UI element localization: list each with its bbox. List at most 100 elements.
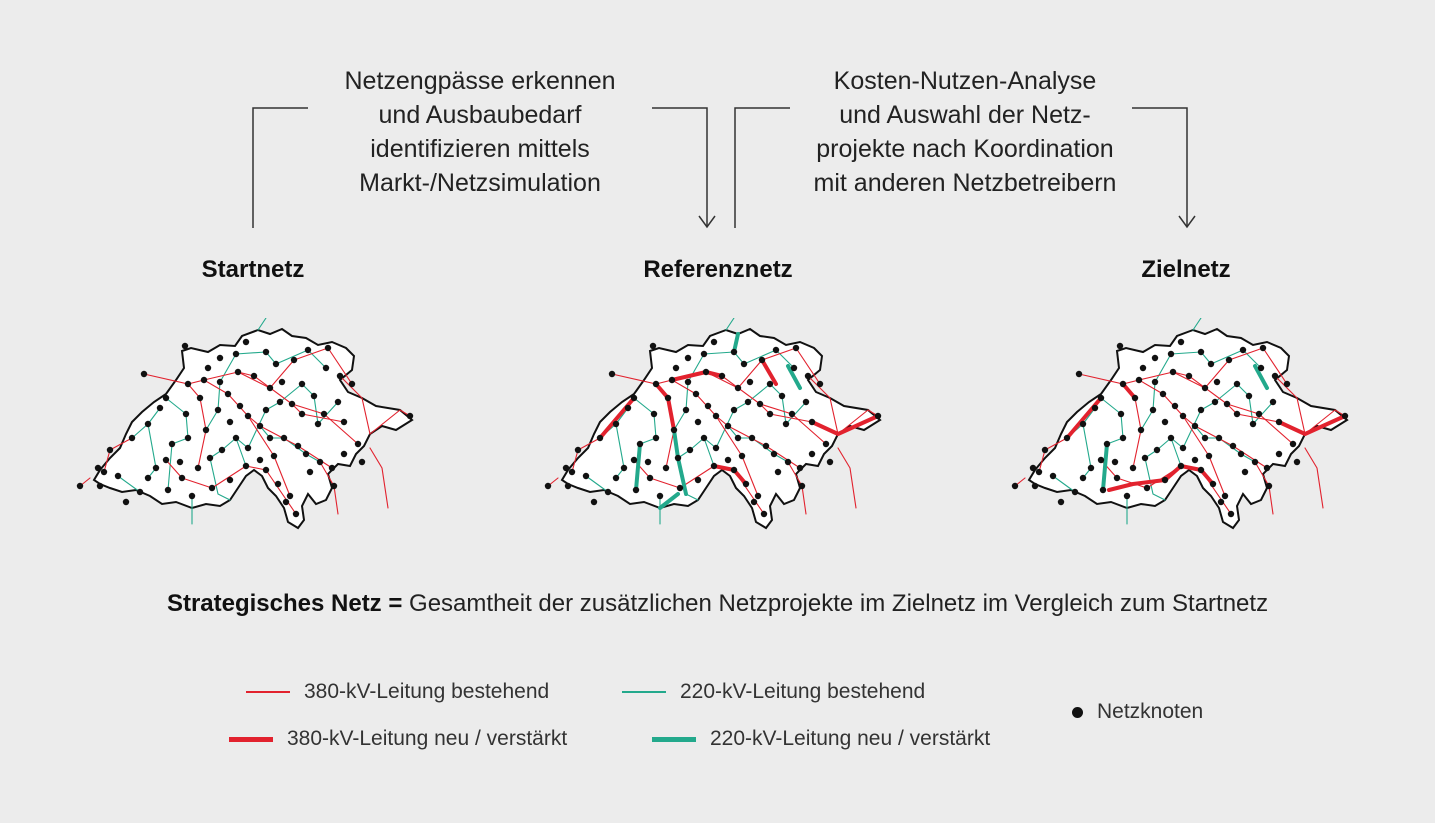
grid-node	[704, 402, 712, 410]
grid-node	[218, 446, 226, 454]
grid-node	[649, 342, 657, 350]
grid-node	[788, 410, 796, 418]
grid-node	[1116, 342, 1124, 350]
grid-node	[1233, 380, 1241, 388]
grid-node	[1215, 434, 1223, 442]
grid-node	[194, 464, 202, 472]
grid-node	[200, 376, 208, 384]
grid-node	[1257, 364, 1265, 372]
grid-node	[1151, 378, 1159, 386]
line-220kv-new	[1253, 364, 1269, 390]
grid-node	[808, 418, 816, 426]
grid-node	[1035, 468, 1043, 476]
grid-node	[754, 492, 762, 500]
grid-node	[224, 390, 232, 398]
line-380kv-new	[1065, 396, 1103, 440]
grid-node	[1289, 440, 1297, 448]
grid-node	[784, 458, 792, 466]
grid-node	[1237, 450, 1245, 458]
grid-node	[562, 464, 570, 472]
grid-node	[290, 356, 298, 364]
grid-node	[184, 434, 192, 442]
map-startnetz	[76, 318, 414, 530]
title-zielnetz: Zielnetz	[1141, 256, 1231, 283]
grid-node	[244, 444, 252, 452]
grid-node	[1113, 474, 1121, 482]
grid-node	[712, 444, 720, 452]
grid-node	[612, 474, 620, 482]
title-referenznetz: Referenznetz	[643, 256, 793, 283]
grid-node	[1271, 372, 1279, 380]
legend-220-new-swatch	[652, 736, 696, 742]
grid-node	[816, 380, 824, 388]
grid-node	[608, 370, 616, 378]
grid-node	[744, 398, 752, 406]
arrow-line-1	[652, 107, 708, 226]
grid-node	[792, 344, 800, 352]
grid-node	[630, 456, 638, 464]
grid-node	[1141, 454, 1149, 462]
grid-node	[1259, 344, 1267, 352]
grid-node	[682, 406, 690, 414]
grid-node	[1293, 458, 1301, 466]
grid-node	[206, 454, 214, 462]
grid-node	[1079, 474, 1087, 482]
legend-380-existing-label: 380-kV-Leitung bestehend	[304, 680, 550, 703]
grid-node	[1057, 498, 1065, 506]
grid-node	[774, 468, 782, 476]
grid-node	[328, 464, 336, 472]
grid-node	[1151, 354, 1159, 362]
grid-node	[684, 354, 692, 362]
grid-node	[1241, 468, 1249, 476]
grid-node	[1283, 380, 1291, 388]
grid-node	[826, 458, 834, 466]
grid-node	[700, 350, 708, 358]
grid-node	[746, 378, 754, 386]
grid-node	[280, 434, 288, 442]
step-text-1: Netzengpässe erkennen und Ausbaubedarf i…	[344, 67, 616, 197]
line-380kv-new	[810, 414, 880, 436]
grid-node	[302, 450, 310, 458]
grid-node	[1111, 458, 1119, 466]
line-380kv-existing	[187, 383, 207, 469]
grid-node	[1207, 360, 1215, 368]
arrowhead-2	[1178, 215, 1196, 229]
grid-node	[122, 498, 130, 506]
grid-node	[266, 384, 274, 392]
grid-node	[256, 422, 264, 430]
line-220kv-existing	[775, 349, 795, 369]
grid-node	[94, 464, 102, 472]
grid-node	[1011, 482, 1019, 490]
grid-node	[348, 380, 356, 388]
grid-node	[1161, 418, 1169, 426]
line-220kv-existing	[1200, 383, 1250, 411]
grid-node	[1099, 486, 1107, 494]
grid-node	[214, 406, 222, 414]
grid-node	[244, 412, 252, 420]
grid-node	[1225, 356, 1233, 364]
grid-node	[702, 368, 710, 376]
grid-node	[758, 356, 766, 364]
grid-node	[270, 452, 278, 460]
line-220kv-new	[786, 364, 802, 390]
grid-node	[544, 482, 552, 490]
grid-node	[1239, 346, 1247, 354]
grid-node	[274, 480, 282, 488]
legend-380-new-swatch	[229, 736, 273, 742]
grid-node	[710, 462, 718, 470]
legend-node: Netzknoten	[1072, 700, 1203, 724]
grid-node	[724, 456, 732, 464]
grid-node	[1269, 398, 1277, 406]
line-380kv-existing	[369, 447, 389, 509]
line-220kv-existing	[1100, 397, 1124, 445]
line-220kv-existing	[1052, 475, 1076, 493]
line-220kv-existing	[633, 397, 657, 445]
grid-node	[738, 452, 746, 460]
country-outline	[1027, 327, 1349, 530]
line-380kv-existing	[269, 347, 353, 389]
line-220kv-existing	[703, 437, 715, 467]
arrowhead-1	[698, 215, 716, 229]
grid-node	[694, 418, 702, 426]
grid-node	[1177, 338, 1185, 346]
line-220kv-existing	[725, 318, 735, 331]
